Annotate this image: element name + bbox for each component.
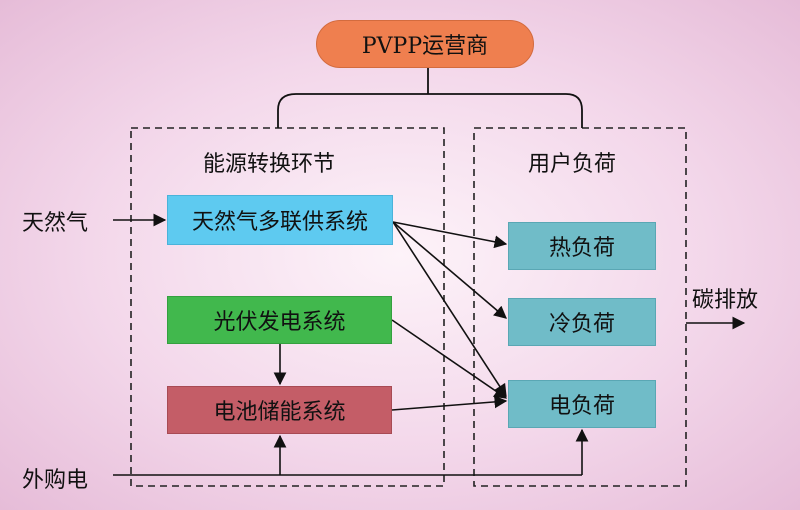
conversion-group-label: 能源转换环节 (203, 152, 336, 177)
gas-to-cold-arrow (392, 221, 507, 319)
operator-node: PVPP运营商 (316, 20, 534, 68)
battery-system-node: 电池储能系统 (167, 386, 392, 434)
operator-bracket (277, 93, 583, 128)
gas-to-elec-arrow (392, 221, 507, 398)
heat-load-node: 热负荷 (508, 222, 656, 270)
grid-power-input-label: 外购电 (22, 468, 89, 493)
gas-system-node: 天然气多联供系统 (167, 195, 393, 245)
battery-to-elec-arrow (391, 395, 508, 411)
pv-system-node: 光伏发电系统 (167, 296, 392, 344)
electric-load-node: 电负荷 (508, 380, 656, 428)
pv-to-elec-arrow (391, 319, 508, 399)
conversion-group-border (130, 127, 445, 487)
cold-load-node: 冷负荷 (508, 298, 656, 346)
carbon-emission-label: 碳排放 (692, 288, 759, 313)
gas-to-heat-arrow (392, 221, 508, 249)
natural-gas-input-label: 天然气 (22, 211, 89, 236)
user-group-label: 用户负荷 (528, 152, 617, 177)
user-group-border (473, 127, 687, 487)
